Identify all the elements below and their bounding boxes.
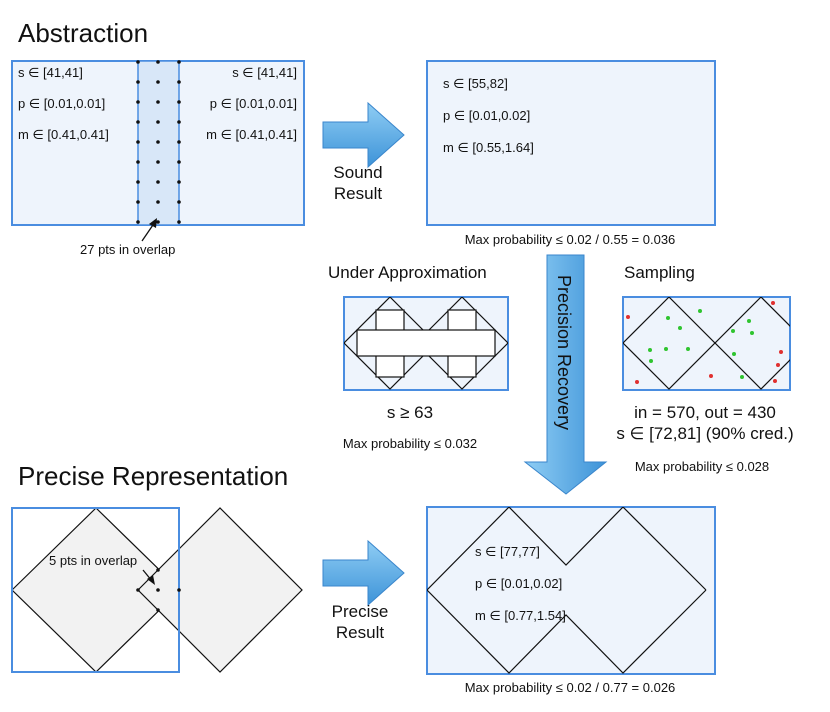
precise-arrow-label-2: Result <box>336 623 384 642</box>
grid-point <box>156 608 160 612</box>
sample-out-dot <box>773 379 777 383</box>
abstraction-right-p: p ∈ [0.01,0.01] <box>210 96 297 111</box>
grid-point <box>156 80 160 84</box>
sample-in-dot <box>648 348 652 352</box>
grid-point <box>177 80 181 84</box>
sample-in-dot <box>747 319 751 323</box>
grid-point <box>177 160 181 164</box>
grid-point <box>177 220 181 224</box>
overlap-pointer-arrow <box>141 218 157 242</box>
precise-result-p: p ∈ [0.01,0.02] <box>475 576 562 591</box>
abstraction-left-m: m ∈ [0.41,0.41] <box>18 127 109 142</box>
grid-point <box>136 100 140 104</box>
abstraction-box: s ∈ [41,41] p ∈ [0.01,0.01] m ∈ [0.41,0.… <box>11 60 305 226</box>
sample-in-dot <box>698 309 702 313</box>
sample-in-dot <box>740 375 744 379</box>
grid-point <box>136 220 140 224</box>
sound-result-s: s ∈ [55,82] <box>443 76 508 91</box>
under-approximation-caption: Max probability ≤ 0.032 <box>343 436 477 451</box>
sample-dots <box>626 301 783 384</box>
precise-pointer-arrow <box>142 569 155 585</box>
sampling-box <box>622 296 791 391</box>
precise-result-caption: Max probability ≤ 0.02 / 0.77 = 0.026 <box>465 680 676 695</box>
grid-point <box>136 60 140 64</box>
grid-point <box>136 140 140 144</box>
grid-point <box>156 140 160 144</box>
precise-arrow-label-1: Precise <box>332 602 389 621</box>
sample-in-dot <box>686 347 690 351</box>
grid-point <box>177 60 181 64</box>
sample-in-dot <box>732 352 736 356</box>
precision-recovery-label: Precision Recovery <box>554 275 574 430</box>
sample-in-dot <box>750 331 754 335</box>
sound-arrow-label-1: Sound <box>333 163 382 182</box>
sound-arrow-label-2: Result <box>334 184 382 203</box>
sample-in-dot <box>649 359 653 363</box>
precise-arrow <box>322 539 405 607</box>
sampling-counts: in = 570, out = 430 <box>634 403 776 422</box>
overlap-dots <box>136 60 181 224</box>
precise-result-s: s ∈ [77,77] <box>475 544 540 559</box>
under-approximation-bound: s ≥ 63 <box>387 403 433 422</box>
grid-point <box>177 140 181 144</box>
sound-result-p: p ∈ [0.01,0.02] <box>443 108 530 123</box>
sound-result-box: s ∈ [55,82] p ∈ [0.01,0.02] m ∈ [0.55,1.… <box>426 60 716 226</box>
abstraction-right-m: m ∈ [0.41,0.41] <box>206 127 297 142</box>
grid-point <box>136 180 140 184</box>
sample-out-dot <box>626 315 630 319</box>
abstraction-left-s: s ∈ [41,41] <box>18 65 83 80</box>
grid-point <box>156 180 160 184</box>
grid-point <box>177 588 181 592</box>
sample-in-dot <box>664 347 668 351</box>
sample-out-dot <box>709 374 713 378</box>
precise-result-box: s ∈ [77,77] p ∈ [0.01,0.02] m ∈ [0.77,1.… <box>426 506 716 675</box>
grid-point <box>177 120 181 124</box>
under-approximation-title: Under Approximation <box>328 263 487 282</box>
overlap-dots <box>136 568 181 612</box>
precise-representation-box <box>11 507 303 673</box>
under-approximation-box <box>343 296 509 391</box>
sample-in-dot <box>666 316 670 320</box>
precise-overlap-note: 5 pts in overlap <box>49 553 137 568</box>
sampling-title: Sampling <box>624 263 695 282</box>
grid-point <box>156 160 160 164</box>
precise-representation-title: Precise Representation <box>18 461 288 491</box>
sampling-interval: s ∈ [72,81] (90% cred.) <box>616 424 793 443</box>
grid-point <box>156 120 160 124</box>
precise-result-m: m ∈ [0.77,1.54] <box>475 608 566 623</box>
sample-in-dot <box>678 326 682 330</box>
sample-out-dot <box>779 350 783 354</box>
sound-result-caption: Max probability ≤ 0.02 / 0.55 = 0.036 <box>465 232 676 247</box>
abstraction-overlap-note: 27 pts in overlap <box>80 242 175 257</box>
grid-point <box>136 120 140 124</box>
grid-point <box>177 200 181 204</box>
grid-point <box>136 80 140 84</box>
grid-point <box>156 200 160 204</box>
sample-in-dot <box>731 329 735 333</box>
sound-arrow <box>322 101 405 169</box>
grid-point <box>136 588 140 592</box>
abstraction-left-p: p ∈ [0.01,0.01] <box>18 96 105 111</box>
sample-out-dot <box>771 301 775 305</box>
abstraction-title: Abstraction <box>18 18 148 48</box>
sample-out-dot <box>635 380 639 384</box>
grid-point <box>156 60 160 64</box>
grid-point <box>136 200 140 204</box>
grid-point <box>177 100 181 104</box>
precision-recovery-arrow <box>523 254 608 495</box>
sampling-caption: Max probability ≤ 0.028 <box>635 459 769 474</box>
grid-point <box>156 588 160 592</box>
grid-point <box>156 220 160 224</box>
grid-point <box>156 100 160 104</box>
sound-result-m: m ∈ [0.55,1.64] <box>443 140 534 155</box>
sample-out-dot <box>776 363 780 367</box>
grid-point <box>136 160 140 164</box>
grid-point <box>177 180 181 184</box>
grid-point <box>156 568 160 572</box>
abstraction-right-s: s ∈ [41,41] <box>232 65 297 80</box>
